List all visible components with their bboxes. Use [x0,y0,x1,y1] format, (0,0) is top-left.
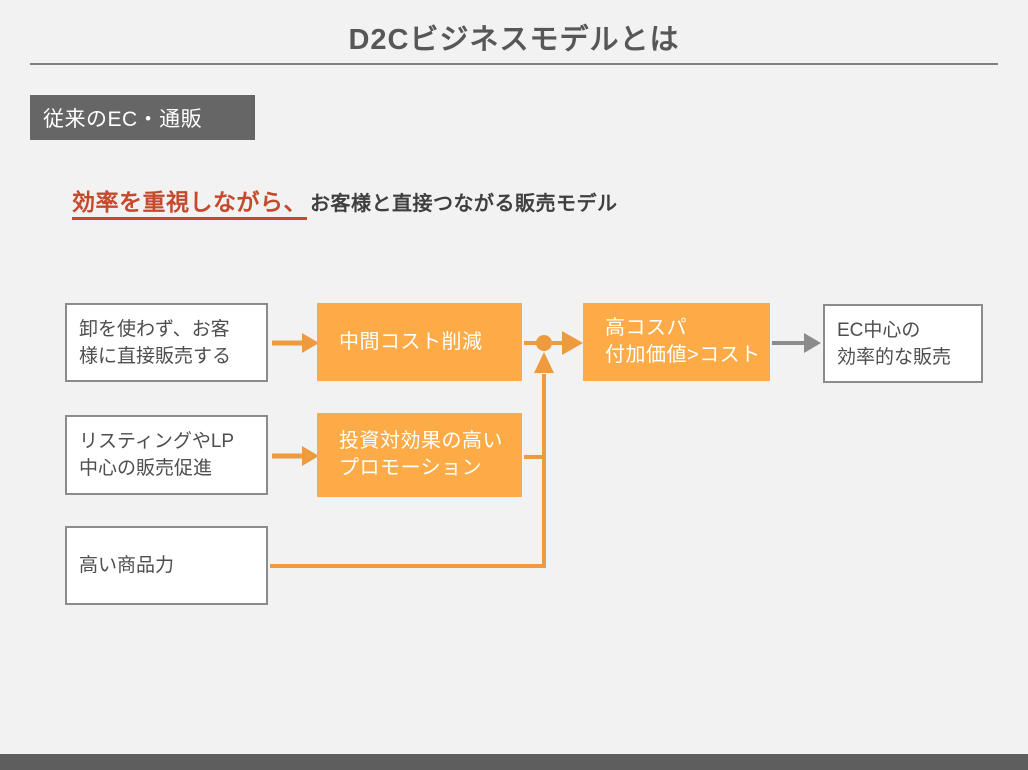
box-line: 投資対効果の高い [339,430,503,452]
box-line: 中間コスト削減 [339,330,483,353]
box-line: 様に直接販売する [79,345,232,367]
source-box-direct-sales: 卸を使わず、お客 様に直接販売する [65,303,268,382]
footer-bar [0,754,1028,770]
arrow-source2-to-effect2 [272,446,319,466]
box-line: 卸を使わず、お客 [79,318,230,340]
arrow-outcome-to-result [772,333,821,353]
lead-emphasis: 効率を重視しながら、 [72,189,307,220]
lead-body: お客様と直接つながる販売モデル [310,193,618,215]
section-tag: 従来のEC・通販 [30,95,255,140]
box-line: プロモーション [339,457,483,479]
source-box-product-strength: 高い商品力 [65,526,268,605]
arrow-source1-to-effect1 [272,333,319,353]
title-divider [30,63,998,65]
box-line: リスティングやLP [79,431,235,452]
source-box-listing-lp: リスティングやLP 中心の販売促進 [65,415,268,495]
box-line: 高コスパ [605,317,687,339]
box-line: EC中心の [837,319,921,341]
effect-box-cost-reduction: 中間コスト削減 [317,303,522,381]
arrow-junction-to-outcome [552,331,583,355]
box-line: 付加価値>コスト [605,344,761,366]
box-line: 高い商品力 [79,555,175,576]
box-line: 中心の販売促進 [79,458,213,479]
outcome-box-cost-performance: 高コスパ 付加価値>コスト [583,303,770,381]
effect-box-promotion: 投資対効果の高い プロモーション [317,413,522,497]
box-line: 効率的な販売 [837,346,952,368]
page-title: D2Cビジネスモデルとは [348,24,680,56]
lead-sentence: 効率を重視しながら、お客様と直接つながる販売モデル [72,183,618,220]
junction-dot [536,335,552,351]
result-box-ec-sales: EC中心の 効率的な販売 [823,304,983,383]
